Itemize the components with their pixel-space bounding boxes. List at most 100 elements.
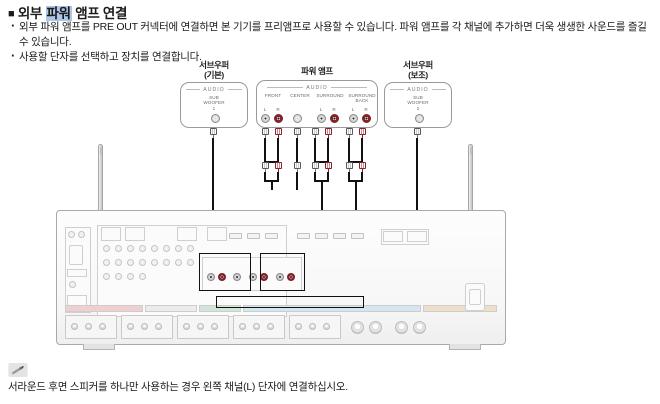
antenna-right: [468, 144, 473, 216]
hdmi-port: [247, 233, 260, 239]
source-label-block: [207, 227, 227, 241]
analog-jack: [175, 259, 182, 266]
speaker-terminal: [295, 323, 302, 330]
plug-pin: [348, 169, 351, 173]
cable-center-upper: [296, 138, 298, 162]
subwoofer-auxiliary-port-label: SUB WOOFER 2: [385, 95, 451, 111]
hdmi-port: [229, 233, 242, 239]
cable-surround-back-right-upper: [361, 138, 363, 162]
jack-center: [293, 114, 302, 123]
subwoofer-primary-title-line2: (기본): [204, 70, 224, 80]
source-label-block: [125, 227, 145, 241]
io-jack: [69, 281, 76, 288]
jack-subwoofer-1: [210, 114, 220, 123]
note-text: 서라운드 후면 스피커를 하나만 사용하는 경우 왼쪽 채널(L) 단자에 연결…: [8, 381, 348, 393]
speaker-terminal: [309, 323, 316, 330]
analog-jack: [187, 259, 194, 266]
plug-pin: [264, 135, 267, 139]
jack-front-left: [260, 114, 270, 123]
cable-surround-right-upper: [327, 138, 329, 162]
power-amplifier-title: 파워 앰프: [258, 66, 376, 76]
cable-plug-surround-back-right-bottom: [359, 162, 366, 173]
subwoofer-primary-audio-section: AUDIO: [181, 87, 247, 93]
analog-jack: [163, 245, 170, 252]
speaker-terminal: [71, 323, 78, 330]
plug-barrel: [325, 128, 332, 135]
cable-front-pair-bridge: [264, 161, 279, 163]
subwoofer-primary-title: 서브우퍼 (기본): [182, 60, 246, 80]
plug-barrel: [346, 128, 353, 135]
speaker-terminal: [155, 323, 162, 330]
subwoofer-auxiliary-title-line1: 서브우퍼: [403, 60, 433, 70]
hdmi-port: [297, 233, 310, 239]
colorbar-tan: [423, 305, 497, 312]
cable-plug-front-right-bottom: [275, 162, 282, 173]
plug-barrel: [275, 128, 282, 135]
preout-jack-surround-back-left: [276, 273, 284, 281]
plug-barrel: [262, 162, 269, 169]
cable-front-right-lower: [277, 172, 279, 182]
divider-line: [185, 89, 201, 91]
cable-plug-surround-right-bottom: [325, 162, 332, 173]
heading-text-after: 앰프 연결: [71, 6, 128, 21]
cable-surround-left-upper: [314, 138, 316, 162]
plug-pin: [348, 135, 351, 139]
usb-port: [407, 231, 427, 242]
analog-jack: [127, 273, 134, 280]
colorbar-red: [65, 305, 143, 312]
cable-front-right-upper: [277, 138, 279, 162]
channel-label-surround-back: SURROUND BACK: [346, 93, 378, 104]
hdmi-port: [315, 233, 328, 239]
device-subwoofer-auxiliary: AUDIO SUB WOOFER 2: [384, 82, 452, 128]
cable-center-to-receiver: [296, 172, 298, 190]
device-power-amplifier: AUDIO FRONT CENTER SURROUND SURROUND BAC…: [256, 80, 378, 128]
analog-jack: [139, 273, 146, 280]
speaker-terminal: [267, 323, 274, 330]
cable-surround-right-lower: [327, 172, 329, 182]
list-item: 사용할 단자를 선택하고 장치를 연결합니다.: [10, 49, 654, 65]
speaker-terminal: [85, 323, 92, 330]
plug-pin: [327, 135, 330, 139]
speaker-terminal: [127, 323, 134, 330]
preout-jack-front-right: [218, 273, 226, 281]
preout-highlight-bottom: [216, 296, 364, 308]
colorbar-blue: [243, 305, 421, 312]
hdmi-port: [351, 233, 364, 239]
io-strip: [67, 269, 87, 277]
plug-barrel: [312, 162, 319, 169]
plug-pin: [327, 169, 330, 173]
analog-jack: [127, 259, 134, 266]
ac-inlet-pins: [469, 289, 481, 305]
preout-jack-front-left: [207, 273, 215, 281]
channel-name: CENTER: [290, 93, 310, 98]
analog-jack: [151, 259, 158, 266]
preout-highlight-center: [260, 253, 305, 291]
page-title: ■ 외부 파워 앰프 연결: [8, 2, 127, 22]
subwoofer-auxiliary-title: 서브우퍼 (보조): [386, 60, 450, 80]
analog-jack: [103, 273, 110, 280]
cable-surround-pair-bridge: [314, 161, 329, 163]
port-label-line3: 1: [212, 105, 216, 111]
jack-surround-back-left: [348, 114, 358, 123]
cable-front-to-receiver: [271, 180, 273, 190]
channel-label-front: FRONT: [259, 93, 287, 98]
subwoofer-primary-title-line1: 서브우퍼: [199, 60, 229, 70]
speaker-terminal: [323, 323, 330, 330]
speaker-terminal: [211, 323, 218, 330]
divider-line: [227, 89, 243, 91]
channel-label-center: CENTER: [286, 93, 314, 98]
intro-bullet-list: 외부 파워 앰프를 PRE OUT 커넥터에 연결하면 본 기기를 프리앰프로 …: [10, 19, 654, 66]
power-amplifier-title-text: 파워 앰프: [301, 66, 333, 76]
device-subwoofer-primary: AUDIO SUB WOOFER 1: [180, 82, 248, 128]
plug-pin: [361, 169, 364, 173]
network-port: [383, 231, 403, 242]
speaker-terminal-round: [413, 321, 426, 334]
lr-label-surround-r: R: [332, 107, 336, 112]
divider-line: [431, 89, 447, 91]
analog-jack: [163, 259, 170, 266]
plug-barrel: [359, 128, 366, 135]
channel-name: FRONT: [264, 93, 282, 98]
port-label-line3: 2: [416, 105, 420, 111]
cable-plug-front-left-bottom: [262, 162, 269, 173]
